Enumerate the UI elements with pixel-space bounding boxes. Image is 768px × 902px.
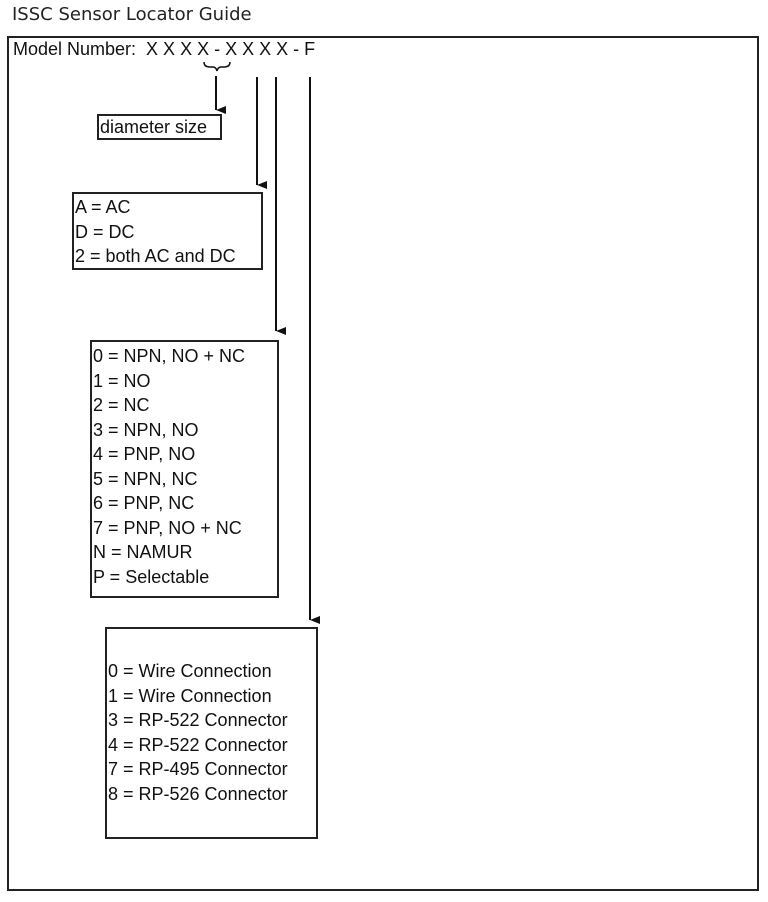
box-line: 2 = NC <box>93 395 150 415</box>
window-title: ISSC Sensor Locator Guide <box>12 4 252 25</box>
power-box: A = AC D = DC 2 = both AC and DC <box>72 192 263 270</box>
box-line: 5 = NPN, NC <box>93 468 198 489</box>
box-line: 4 = PNP, NO <box>93 444 196 464</box>
diameter-box: diameter size <box>97 114 222 140</box>
brace-icon <box>203 61 231 72</box>
box-line: 1 = Wire Connection <box>108 685 272 706</box>
box-line: 1 = NO <box>93 370 151 391</box>
box-line: 0 = NPN, NO + NC <box>93 346 246 366</box>
box-line: 0 = Wire Connection <box>108 661 272 681</box>
box-line: D = DC <box>75 221 135 242</box>
connection-box: 0 = Wire Connection 1 = Wire Connection … <box>105 627 318 839</box>
box-line: 7 = RP-495 Connector <box>108 759 288 779</box>
model-number: Model Number: X X X X - X X X X - F <box>13 39 316 59</box>
box-line: P = Selectable <box>93 566 210 587</box>
box-line: 2 = both AC and DC <box>75 246 236 266</box>
box-line: 8 = RP-526 Connector <box>108 783 288 804</box>
box-line: 4 = RP-522 Connector <box>108 734 288 755</box>
box-line: 6 = PNP, NC <box>93 493 195 513</box>
box-line: N = NAMUR <box>93 542 193 562</box>
box-line: 7 = PNP, NO + NC <box>93 517 242 538</box>
box-line: A = AC <box>75 197 131 217</box>
box-line: 3 = RP-522 Connector <box>108 710 288 730</box>
output-box: 0 = NPN, NO + NC 1 = NO 2 = NC 3 = NPN, … <box>90 340 279 598</box>
diagram-frame <box>7 36 759 891</box>
box-line: 3 = NPN, NO <box>93 419 199 440</box>
box-line: diameter size <box>100 117 208 137</box>
